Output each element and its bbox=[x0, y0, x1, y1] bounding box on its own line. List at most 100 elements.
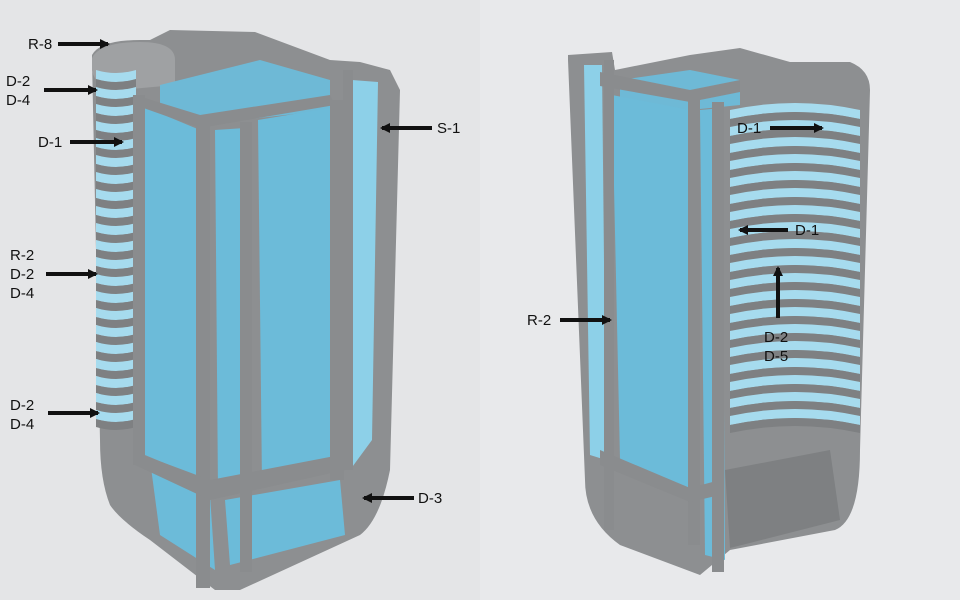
left-fin-channel bbox=[96, 393, 136, 405]
left-fin-channel bbox=[96, 274, 136, 286]
left-fin-channel bbox=[96, 359, 136, 371]
right-inner-panel-1 bbox=[612, 95, 695, 490]
left-fin-rib bbox=[96, 79, 136, 90]
right-fin-channel bbox=[730, 222, 860, 238]
right-fin-channel bbox=[730, 171, 860, 187]
right-left-channel bbox=[584, 65, 606, 460]
right-fin-rib bbox=[730, 265, 860, 280]
left-fin-rib bbox=[96, 283, 136, 294]
left-fin-channel bbox=[96, 410, 136, 422]
left-fin-channel bbox=[96, 240, 136, 252]
left-fin-rib bbox=[96, 147, 136, 158]
right-fin-channel bbox=[730, 358, 860, 374]
left-fin-rib bbox=[96, 113, 136, 124]
right-fin-rib bbox=[730, 384, 860, 399]
left-fin-rib bbox=[96, 334, 136, 345]
right-fin-channel bbox=[730, 273, 860, 289]
label-d2-mid: D-2 bbox=[10, 266, 35, 283]
left-fin-channel bbox=[96, 257, 136, 269]
label-d4-mid: D-4 bbox=[10, 285, 35, 302]
right-fin-rib bbox=[730, 350, 860, 365]
left-fin-channel bbox=[96, 172, 136, 184]
label-s1: S-1 bbox=[437, 120, 461, 137]
right-fin-channel bbox=[730, 375, 860, 391]
left-fin-rib bbox=[96, 419, 136, 430]
right-fin-rib bbox=[730, 112, 860, 127]
left-fin-channel bbox=[96, 189, 136, 201]
left-fin-rib bbox=[96, 351, 136, 362]
left-fin-channel bbox=[96, 291, 136, 303]
right-fin-rib bbox=[730, 248, 860, 263]
right-fin-rib bbox=[730, 129, 860, 144]
right-fin-rib bbox=[730, 401, 860, 416]
right-fin-rib bbox=[730, 333, 860, 348]
right-bottom-block bbox=[725, 450, 840, 548]
left-fin-channel bbox=[96, 155, 136, 167]
left-fin-channel bbox=[96, 308, 136, 320]
right-fin-channel bbox=[730, 188, 860, 204]
right-fin-column bbox=[730, 103, 860, 433]
left-fin-rib bbox=[96, 266, 136, 277]
right-fin-channel bbox=[730, 137, 860, 153]
label-r8: R-8 bbox=[28, 36, 53, 53]
right-fin-channel bbox=[730, 205, 860, 221]
right-fin-rib bbox=[730, 367, 860, 382]
left-fin-channel bbox=[96, 342, 136, 354]
left-fin-rib bbox=[96, 130, 136, 141]
left-inner-panel-2 bbox=[258, 108, 340, 485]
left-ribs bbox=[133, 70, 353, 588]
left-fin-channel bbox=[96, 223, 136, 235]
left-fin-rib bbox=[96, 385, 136, 396]
right-fin-rib bbox=[730, 299, 860, 314]
left-fin-channel bbox=[96, 70, 136, 82]
left-fin-channel bbox=[96, 121, 136, 133]
right-fin-channel bbox=[730, 239, 860, 255]
right-fin-rib bbox=[730, 214, 860, 229]
left-fin-rib bbox=[96, 198, 136, 209]
left-fin-rib bbox=[96, 317, 136, 328]
left-model bbox=[92, 30, 400, 590]
left-fin-rib bbox=[96, 232, 136, 243]
left-fin-rib bbox=[96, 215, 136, 226]
label-d2-bottom: D-2 bbox=[10, 397, 35, 414]
label-r2: R-2 bbox=[10, 247, 35, 264]
left-fin-channel bbox=[96, 87, 136, 99]
left-bottom-panel-2 bbox=[225, 480, 345, 565]
left-fin-channel bbox=[96, 376, 136, 388]
left-fin-column bbox=[96, 70, 136, 430]
label-right-d2: D-2 bbox=[764, 329, 789, 346]
left-fin-rib bbox=[96, 181, 136, 192]
label-right-r2: R-2 bbox=[527, 312, 552, 329]
left-fin-channel bbox=[96, 104, 136, 116]
arrows bbox=[44, 39, 824, 503]
left-fin-rib bbox=[96, 164, 136, 175]
right-fin-rib bbox=[730, 282, 860, 297]
right-ribs bbox=[600, 60, 740, 572]
left-inner-panel-3 bbox=[215, 128, 248, 492]
label-d4-top: D-4 bbox=[6, 92, 31, 109]
right-fin-channel bbox=[730, 409, 860, 425]
right-fin-channel bbox=[730, 290, 860, 306]
left-right-channel bbox=[350, 80, 378, 470]
right-fin-rib bbox=[730, 316, 860, 331]
left-fin-rib bbox=[96, 300, 136, 311]
left-fin-rib bbox=[96, 249, 136, 260]
right-fin-rib bbox=[730, 146, 860, 161]
left-fin-rib bbox=[96, 96, 136, 107]
right-fin-channel bbox=[730, 154, 860, 170]
label-right-d1-mid: D-1 bbox=[795, 222, 820, 239]
left-fin-rib bbox=[96, 368, 136, 379]
right-model bbox=[568, 48, 870, 575]
label-d3: D-3 bbox=[418, 490, 443, 507]
right-fin-rib bbox=[730, 197, 860, 212]
right-fin-channel bbox=[730, 256, 860, 272]
label-d4-bottom: D-4 bbox=[10, 416, 35, 433]
right-fin-rib bbox=[730, 418, 860, 433]
right-fin-channel bbox=[730, 341, 860, 357]
label-d1: D-1 bbox=[38, 134, 63, 151]
right-fin-channel bbox=[730, 392, 860, 408]
label-d2-top: D-2 bbox=[6, 73, 31, 90]
left-inner-panel-1 bbox=[140, 105, 205, 480]
right-fin-rib bbox=[730, 231, 860, 246]
